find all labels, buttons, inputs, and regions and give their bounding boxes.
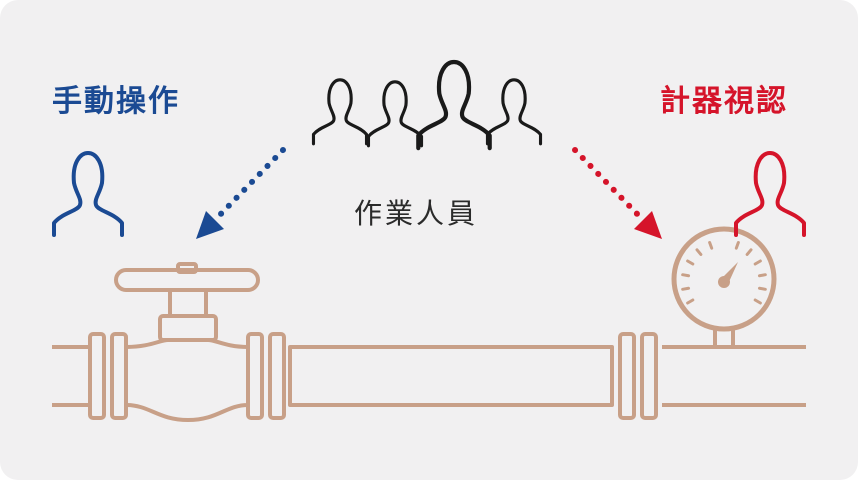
person-icon bbox=[366, 80, 424, 148]
person-icon bbox=[311, 78, 369, 146]
valve-icon bbox=[114, 262, 260, 422]
arrow-icon bbox=[572, 147, 662, 239]
person-icon bbox=[418, 62, 489, 148]
gauge-tick bbox=[745, 248, 753, 256]
gauge-reading-label: 計器視認 bbox=[660, 84, 788, 119]
gauge-tick bbox=[681, 273, 691, 278]
person-icon bbox=[485, 78, 543, 146]
gauge-tick bbox=[753, 298, 762, 305]
gauge-tick bbox=[757, 286, 767, 291]
gauge-tick bbox=[708, 241, 714, 250]
pressure-gauge-icon bbox=[671, 226, 777, 349]
arrow-icon bbox=[196, 147, 286, 239]
workers-label: 作業人員 bbox=[354, 197, 479, 230]
person-icon bbox=[52, 151, 124, 237]
gauge-tick bbox=[753, 259, 762, 266]
gauge-tick bbox=[686, 259, 695, 266]
manual-operation-label: 手動操作 bbox=[52, 84, 180, 119]
gauge-tick bbox=[734, 241, 740, 250]
gauge-tick bbox=[686, 298, 695, 305]
gauge-tick bbox=[681, 286, 691, 291]
person-icon bbox=[734, 151, 806, 237]
pipe-icon bbox=[52, 332, 806, 420]
gauge-tick bbox=[695, 248, 703, 256]
gauge-tick bbox=[757, 273, 767, 278]
